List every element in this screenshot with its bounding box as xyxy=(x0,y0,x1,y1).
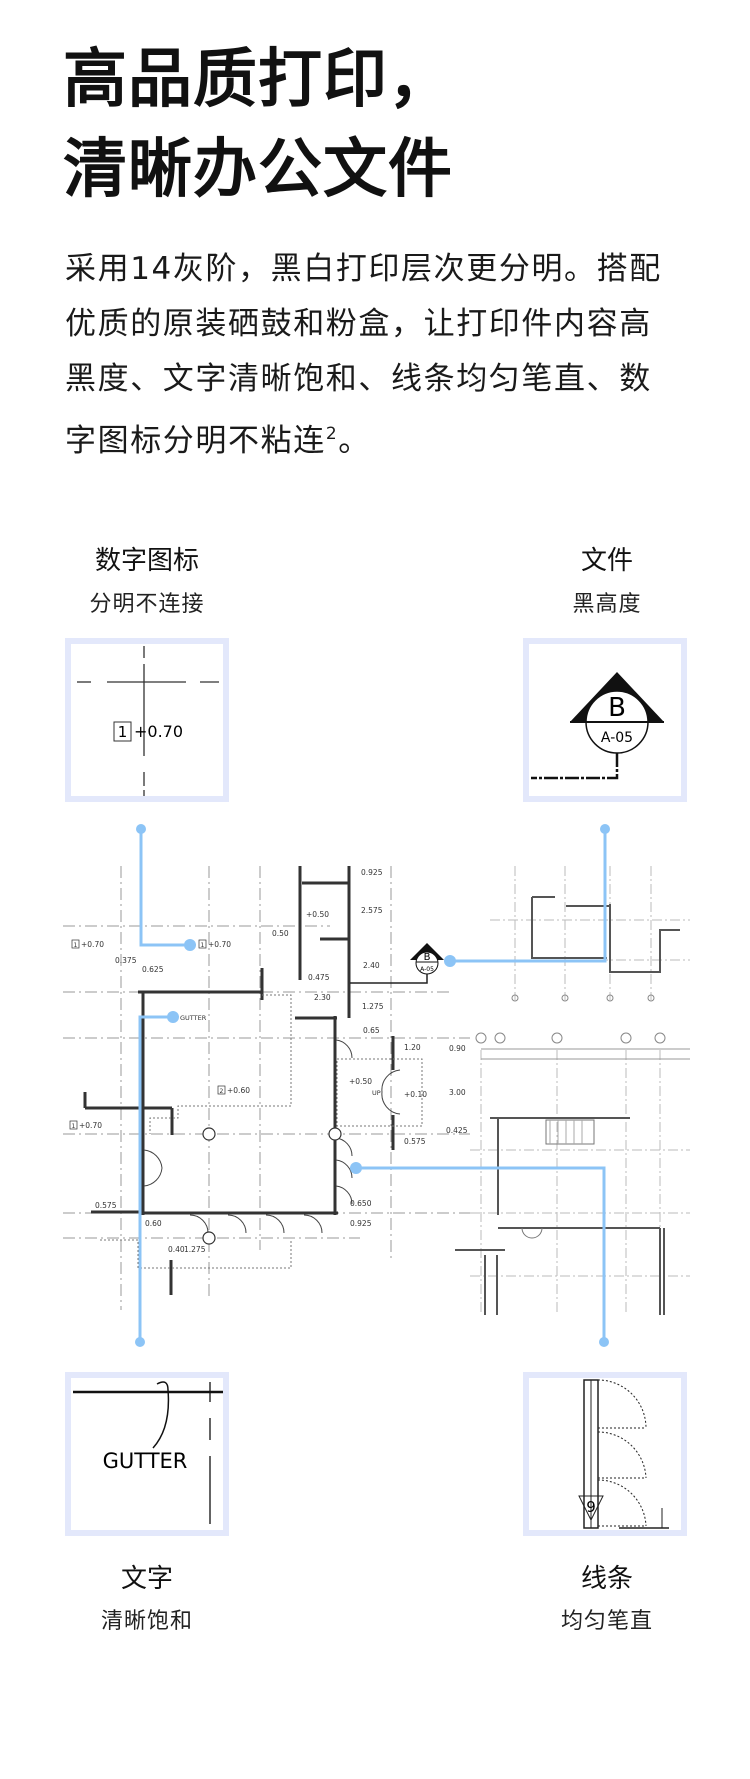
plan-level: +0.70 xyxy=(81,940,104,949)
plan-dimension-labels: 1 +0.70 1 +0.70 1 +0.70 2 +0.60 +0.50 +0… xyxy=(69,868,468,1254)
callout-anchor-dot xyxy=(136,824,146,834)
plan-dimension: 0.575 xyxy=(404,1137,426,1146)
plan-column-marker xyxy=(202,1231,216,1245)
plan-level: +0.60 xyxy=(227,1086,250,1095)
plan-level: +0.50 xyxy=(349,1077,372,1086)
plan-dimension: 1.20 xyxy=(404,1043,421,1052)
door-lines-sample-drawing: 9 xyxy=(578,1379,669,1529)
plan-dimension: 3.00 xyxy=(449,1088,466,1097)
sample-numbers-box: 1 +0.70 xyxy=(65,638,229,802)
callout-anchor-dot xyxy=(599,1337,609,1347)
plan-tag: 1 xyxy=(201,942,205,949)
plan-walls xyxy=(83,866,395,1295)
plan-dimension: 0.925 xyxy=(361,868,383,877)
callout-subtitle-lines: 均匀笔直 xyxy=(560,1609,653,1634)
plan-dimension: 0.375 xyxy=(115,956,137,965)
headline-line-2: 清晰办公文件 xyxy=(63,133,453,207)
description-line: 黑度、文字清晰饱和、线条均匀笔直、数 xyxy=(65,361,652,397)
sample-document-box: B A-05 xyxy=(523,638,687,802)
section-sheet-ref: A-05 xyxy=(601,730,633,746)
plan-dimension: 0.65 xyxy=(363,1026,380,1035)
callout-anchor-dot xyxy=(184,939,196,951)
plan-level: +0.50 xyxy=(306,910,329,919)
plan-section-sheet: A-05 xyxy=(420,966,434,973)
plan-level: +0.10 xyxy=(404,1090,427,1099)
callout-anchor-dot xyxy=(600,824,610,834)
sample-number-box: 1 xyxy=(118,723,128,741)
callout-title-document: 文件 xyxy=(580,546,633,576)
plan-dimension: 2.575 xyxy=(361,906,383,915)
plan-tag: 1 xyxy=(74,942,78,949)
plan-dimension: 0.40 xyxy=(168,1245,185,1254)
plan-dimension: 0.575 xyxy=(95,1201,117,1210)
plan-dimension: 0.425 xyxy=(446,1126,468,1135)
callout-subtitle-numbers: 分明不连接 xyxy=(89,592,205,617)
gutter-label: GUTTER xyxy=(103,1449,188,1473)
plan-level: +0.70 xyxy=(208,940,231,949)
plan-secondary-drawings xyxy=(455,866,690,1315)
description-line: 采用14灰阶，黑白打印层次更分明。搭配 xyxy=(65,251,662,287)
callout-anchor-dot xyxy=(167,1011,179,1023)
plan-column-marker xyxy=(328,1127,342,1141)
description-line: 字图标分明不粘连2。 xyxy=(65,407,705,469)
description-end: 。 xyxy=(338,423,371,459)
description-line-text: 字图标分明不粘连 xyxy=(65,423,326,459)
plan-tag: 2 xyxy=(220,1088,224,1095)
plan-dimension: 0.90 xyxy=(449,1044,466,1053)
description: 采用14灰阶，黑白打印层次更分明。搭配 优质的原装硒鼓和粉盒，让打印件内容高 黑… xyxy=(65,242,705,469)
sample-text-box: GUTTER xyxy=(65,1372,229,1536)
plan-dotted-outlines xyxy=(100,994,423,1269)
callout-anchor-dot xyxy=(135,1337,145,1347)
door-number: 9 xyxy=(586,1498,596,1516)
gutter-sample-drawing: GUTTER xyxy=(73,1381,223,1524)
plan-dimension: 0.650 xyxy=(350,1199,372,1208)
sample-lines-box: 9 xyxy=(523,1372,687,1536)
headline-line-1: 高品质打印， xyxy=(63,43,453,117)
callout-subtitle-document: 黑高度 xyxy=(572,592,642,617)
plan-dimension: 2.30 xyxy=(314,993,331,1002)
plan-dimension: 0.625 xyxy=(142,965,164,974)
callout-anchor-dot xyxy=(444,955,456,967)
callout-title-lines: 线条 xyxy=(580,1564,633,1594)
plan-dimension: 0.475 xyxy=(308,973,330,982)
plan-tag: 1 xyxy=(72,1123,76,1130)
plan-doors xyxy=(143,1039,401,1234)
description-line: 优质的原装硒鼓和粉盒，让打印件内容高 xyxy=(65,306,652,342)
plan-section-letter: B xyxy=(424,952,431,963)
footnote-marker: 2 xyxy=(325,424,339,444)
plan-level: +0.70 xyxy=(79,1121,102,1130)
section-marker-sample-drawing: B A-05 xyxy=(531,672,664,780)
plan-dimension: 1.275 xyxy=(184,1245,206,1254)
plan-stair-up-label: UP xyxy=(372,1089,381,1097)
plan-dimension: 0.60 xyxy=(145,1219,162,1228)
plan-dimension: 2.40 xyxy=(363,961,380,970)
callout-anchor-dot xyxy=(350,1162,362,1174)
numbers-sample-drawing: 1 +0.70 xyxy=(77,646,219,796)
callout-title-numbers: 数字图标 xyxy=(94,546,199,576)
callout-leader-lines xyxy=(138,829,607,1342)
plan-section-marker: B A-05 xyxy=(350,943,444,984)
plan-gutter-label: GUTTER xyxy=(180,1014,207,1022)
plan-grid-lines xyxy=(63,866,470,1310)
section-letter: B xyxy=(608,693,626,723)
plan-dimension: 0.925 xyxy=(350,1219,372,1228)
plan-dimension: 1.275 xyxy=(362,1002,384,1011)
callout-subtitle-text: 清晰饱和 xyxy=(100,1609,193,1634)
sample-level-text: +0.70 xyxy=(134,722,183,741)
plan-dimension: 0.50 xyxy=(272,929,289,938)
plan-column-marker xyxy=(202,1127,216,1141)
callout-title-text: 文字 xyxy=(120,1564,173,1594)
